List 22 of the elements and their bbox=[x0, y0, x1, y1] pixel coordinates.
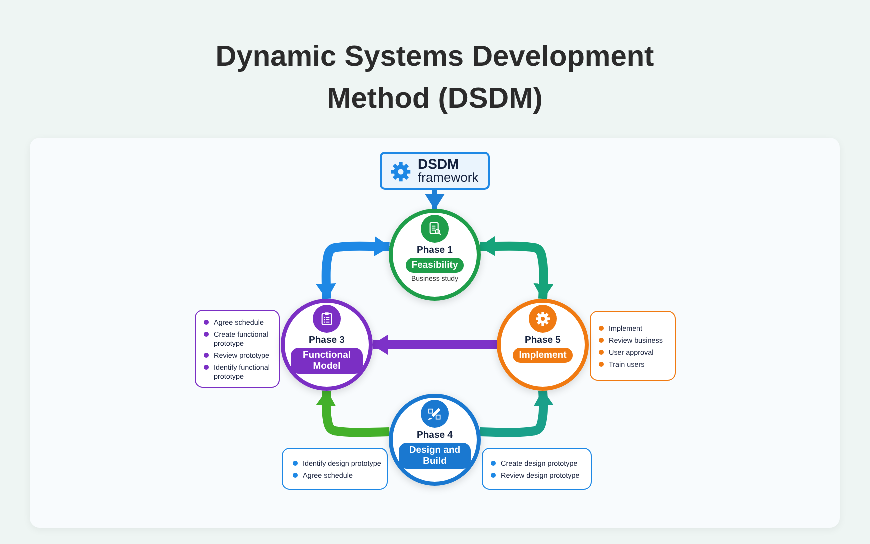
phase-label: Phase 3 bbox=[309, 335, 345, 346]
arrow bbox=[316, 236, 391, 300]
arrow bbox=[479, 236, 554, 300]
phase-name: Design and Build bbox=[399, 443, 471, 469]
activity-list-box bbox=[195, 310, 280, 388]
phase-name: Functional Model bbox=[291, 348, 363, 374]
arrow bbox=[316, 390, 390, 438]
framework-box bbox=[380, 152, 490, 190]
phase-label: Phase 5 bbox=[525, 335, 561, 346]
activity-list-box bbox=[590, 311, 676, 381]
phase-label: Phase 1 bbox=[417, 245, 453, 256]
activity-list-box bbox=[282, 448, 388, 490]
arrow bbox=[372, 335, 497, 355]
arrow bbox=[480, 390, 554, 438]
phase-name: Implement bbox=[513, 348, 573, 363]
activity-list-box bbox=[482, 448, 592, 490]
diagram-title: Dynamic Systems Development Method (DSDM) bbox=[214, 40, 656, 117]
phase-name: Feasibility bbox=[406, 258, 464, 273]
framework-subheading: framework bbox=[418, 171, 479, 185]
framework-heading: DSDM bbox=[418, 157, 460, 171]
arrow bbox=[425, 190, 445, 210]
phase-label: Phase 4 bbox=[417, 430, 453, 441]
